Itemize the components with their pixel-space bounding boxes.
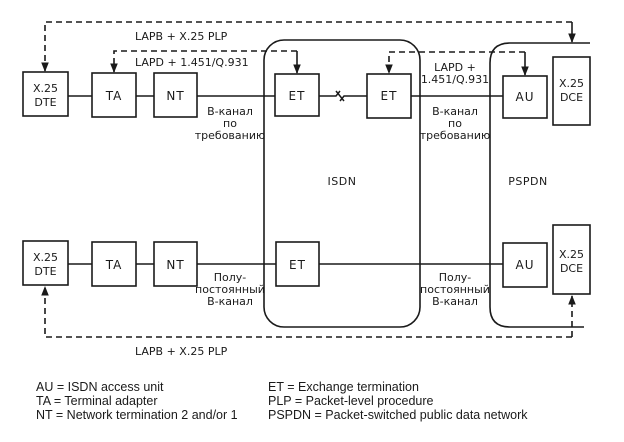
legend-item: AU = ISDN access unit (36, 380, 164, 394)
svg-text:Полу-: Полу- (439, 271, 472, 284)
top-lapd-right-label: LAPD + (434, 61, 476, 74)
top-au-box: AU (502, 75, 548, 119)
svg-text:требованию: требованию (420, 129, 491, 142)
top-crossing-connection (319, 90, 367, 102)
legend-item: TA = Terminal adapter (36, 394, 158, 408)
svg-text:постоянный: постоянный (420, 283, 490, 296)
top-dte-box: X.25 DTE (22, 71, 69, 117)
svg-text:B-канал: B-канал (207, 295, 253, 308)
bottom-dce-box: X.25 DCE (552, 224, 591, 295)
top-lapb-dashed-path (41, 21, 572, 72)
top-lapd-right-dashed-path (385, 51, 525, 74)
svg-text:DTE: DTE (34, 96, 56, 109)
bottom-dte-box: X.25 DTE (22, 240, 69, 286)
svg-text:NT: NT (166, 258, 184, 272)
svg-text:X.25: X.25 (559, 77, 584, 90)
top-lapd-left-dashed-path (110, 50, 297, 73)
bottom-lapb-label: LAPB + X.25 PLP (135, 345, 228, 358)
top-lapd-left-label: LAPD + 1.451/Q.931 (135, 56, 249, 69)
pspdn-network-boundary (489, 42, 590, 328)
bottom-et-box: ET (275, 241, 320, 287)
legend-item: PLP = Packet-level procedure (268, 394, 434, 408)
bottom-lapb-dashed-path (41, 286, 572, 338)
legend-right: ET = Exchange termination PLP = Packet-l… (268, 380, 528, 422)
svg-text:AU: AU (516, 90, 535, 104)
top-nt-box: NT (153, 72, 198, 118)
svg-text:ET: ET (381, 89, 398, 103)
top-et-left-box: ET (274, 73, 320, 117)
svg-text:B-канал: B-канал (432, 105, 478, 118)
svg-text:NT: NT (166, 89, 184, 103)
top-lapd-right-label: 1.451/Q.931 (421, 73, 489, 86)
svg-text:ET: ET (289, 89, 306, 103)
legend-left: AU = ISDN access unit TA = Terminal adap… (36, 380, 238, 422)
svg-text:ET: ET (289, 258, 306, 272)
bottom-nt-box: NT (153, 241, 198, 287)
svg-text:требованию: требованию (195, 129, 266, 142)
bottom-channel-left-label: Полу- постоянный B-канал (195, 271, 265, 308)
svg-text:X.25: X.25 (33, 251, 58, 264)
top-channel-left-label: B-канал по требованию (195, 105, 266, 142)
top-channel-right-label: B-канал по требованию (420, 105, 491, 142)
svg-text:TA: TA (105, 258, 123, 272)
top-et-right-box: ET (366, 73, 412, 119)
legend-item: ET = Exchange termination (268, 380, 419, 394)
top-lapb-label: LAPB + X.25 PLP (135, 30, 228, 43)
svg-text:DTE: DTE (34, 265, 56, 278)
svg-text:AU: AU (516, 258, 535, 272)
svg-text:по: по (448, 117, 462, 130)
svg-text:DCE: DCE (560, 91, 583, 104)
top-ta-box: TA (91, 72, 137, 118)
svg-text:Полу-: Полу- (214, 271, 247, 284)
bottom-ta-box: TA (91, 241, 137, 287)
svg-text:X.25: X.25 (559, 248, 584, 261)
svg-text:по: по (223, 117, 237, 130)
isdn-network-boundary (263, 39, 421, 328)
svg-text:DCE: DCE (560, 262, 583, 275)
svg-text:TA: TA (105, 89, 123, 103)
legend-item: NT = Network termination 2 and/or 1 (36, 408, 238, 422)
top-dce-box: X.25 DCE (552, 56, 591, 126)
legend-item: PSPDN = Packet-switched public data netw… (268, 408, 528, 422)
bottom-au-box: AU (502, 242, 548, 288)
svg-text:B-канал: B-канал (432, 295, 478, 308)
svg-text:постоянный: постоянный (195, 283, 265, 296)
svg-text:X.25: X.25 (33, 82, 58, 95)
pspdn-network-label: PSPDN (508, 175, 547, 188)
isdn-network-label: ISDN (328, 175, 357, 188)
bottom-channel-right-label: Полу- постоянный B-канал (420, 271, 490, 308)
svg-text:B-канал: B-канал (207, 105, 253, 118)
